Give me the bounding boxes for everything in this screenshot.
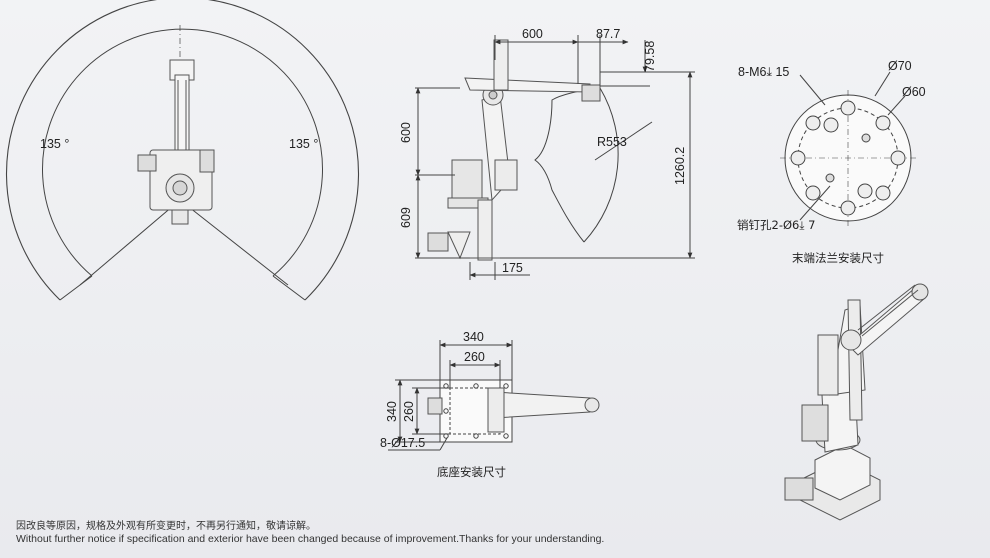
notice-english: Without further notice if specification … <box>16 533 605 545</box>
dim-upper-arm: 600 <box>399 122 413 143</box>
side-view <box>415 35 695 280</box>
base-height-inner: 260 <box>402 401 416 422</box>
base-width-outer: 340 <box>463 330 484 344</box>
workspace-inner-arc <box>42 28 323 277</box>
flange-caption: 末端法兰安装尺寸 <box>792 251 884 265</box>
base-view <box>388 340 600 451</box>
radius-leader <box>594 121 653 161</box>
dim-base-offset: 175 <box>502 261 523 275</box>
dim-offset: 87.7 <box>596 27 620 41</box>
top-view <box>5 0 360 301</box>
notice-chinese: 因改良等原因，规格及外观有所变更时，不再另行通知，敬请谅解。 <box>16 521 316 532</box>
flange-pin-label: 销钉孔2-Ø6⤓ 7 <box>737 218 815 232</box>
flange-pcd-dia: Ø60 <box>902 85 926 99</box>
base-width-inner: 260 <box>464 350 485 364</box>
flange-outer-dia: Ø70 <box>888 59 912 73</box>
side-workspace-boundary <box>534 87 619 243</box>
flange-holes <box>790 100 906 216</box>
radius-label: R553 <box>597 135 627 149</box>
robot-side-view <box>427 39 601 261</box>
flange-thread-label: 8-M6⤓ 15 <box>738 65 789 79</box>
dim-total-height: 1260.2 <box>673 147 687 185</box>
angle-label-right: 135 ° <box>289 137 318 151</box>
angle-label-left: 135 ° <box>40 137 69 151</box>
base-arm-outline <box>427 387 600 433</box>
base-holes-label: 8-Ø17.5 <box>380 436 425 450</box>
angle-ray-left <box>79 199 181 286</box>
base-height-outer: 340 <box>385 401 399 422</box>
workspace-outer-arc <box>5 0 360 301</box>
flange-view <box>780 71 916 226</box>
robot-isometric-view <box>784 283 929 521</box>
base-caption: 底座安装尺寸 <box>437 465 506 479</box>
angle-ray-right <box>179 199 289 286</box>
dim-base-height: 609 <box>399 207 413 228</box>
robot-top-view <box>137 59 215 225</box>
dim-flange-height: 79.58 <box>643 41 657 72</box>
dim-reach: 600 <box>522 27 543 41</box>
